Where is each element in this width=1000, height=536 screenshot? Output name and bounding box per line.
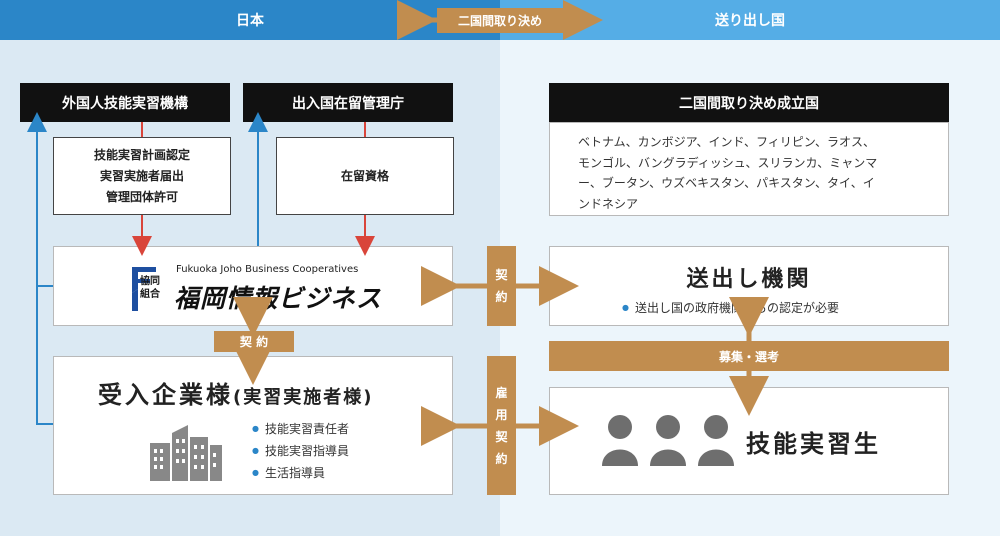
- employment-contract-char: 約: [495, 451, 508, 466]
- residence-status-box: 在留資格: [276, 137, 454, 215]
- otit-duty: 管理団体許可: [105, 189, 178, 204]
- countries-line: ー、ブータン、ウズベキスタン、パキスタン、タイ、イ: [578, 176, 875, 190]
- residence-status-label: 在留資格: [340, 168, 389, 183]
- otit-title: 外国人技能実習機構: [20, 83, 230, 122]
- logo-text-bottom: 組合: [140, 289, 160, 300]
- recruitment-label: 募集・選考: [718, 349, 779, 364]
- cooperative-logo-icon: [132, 267, 156, 311]
- countries-line: ンドネシア: [578, 196, 639, 211]
- sending-organization-title: 送出し機関: [686, 267, 812, 292]
- employment-contract-char: 契: [495, 429, 508, 444]
- logo-text: 協同 組合: [140, 275, 160, 301]
- contract-char: 契: [495, 268, 508, 282]
- recruitment-arrow-gap: [745, 341, 753, 371]
- host-company-role: 生活指導員: [252, 462, 349, 484]
- employment-contract-char: 用: [495, 407, 508, 422]
- otit-duty: 技能実習計画認定: [93, 147, 190, 162]
- blue-arrow: [27, 112, 53, 425]
- contract-char: 約: [495, 290, 508, 304]
- countries-line: ベトナム、カンボジア、インド、フィリピン、ラオス、: [578, 135, 876, 149]
- cooperative-name: 福岡情報ビジネス: [174, 284, 383, 313]
- trainees-icon: [602, 414, 738, 468]
- contract-horizontal-label: 契 約: [214, 331, 294, 352]
- buildings-icon: [150, 423, 222, 481]
- recruitment-label-bar: 募集・選考: [549, 341, 949, 371]
- employment-contract-label: 雇 用 契 約: [487, 356, 516, 495]
- cooperative-english-name: Fukuoka Joho Business Cooperatives: [176, 264, 359, 275]
- host-company-role: 技能実習指導員: [252, 440, 349, 462]
- otit-duties-box: 技能実習計画認定 実習実施者届出 管理団体許可: [53, 137, 231, 215]
- employment-contract-char: 雇: [495, 385, 508, 400]
- host-company-title: 受入企業様(実習実施者様): [98, 375, 373, 410]
- countries-line: モンゴル、バングラディッシュ、スリランカ、ミャンマ: [578, 155, 878, 170]
- host-company-role: 技能実習責任者: [252, 418, 349, 440]
- logo-text-top: 協同: [140, 276, 160, 287]
- trainee-title: 技能実習生: [746, 430, 881, 458]
- otit-duty: 実習実施者届出: [99, 168, 184, 183]
- immigration-agency-title: 出入国在留管理庁: [243, 83, 453, 122]
- host-company-roles: 技能実習責任者 技能実習指導員 生活指導員: [252, 418, 349, 484]
- host-company-title-main: 受入企業様: [98, 381, 233, 409]
- contract-vertical-label: 契 約: [487, 246, 516, 326]
- bilateral-agreement-tag: 二国間取り決め: [437, 8, 563, 33]
- countries-list-box: ベトナム、カンボジア、インド、フィリピン、ラオス、 モンゴル、バングラディッシュ…: [549, 122, 949, 216]
- bilateral-countries-title: 二国間取り決め成立国: [549, 83, 949, 122]
- host-company-title-sub: (実習実施者様): [233, 387, 374, 408]
- cooperative-logo-mark: [130, 265, 158, 313]
